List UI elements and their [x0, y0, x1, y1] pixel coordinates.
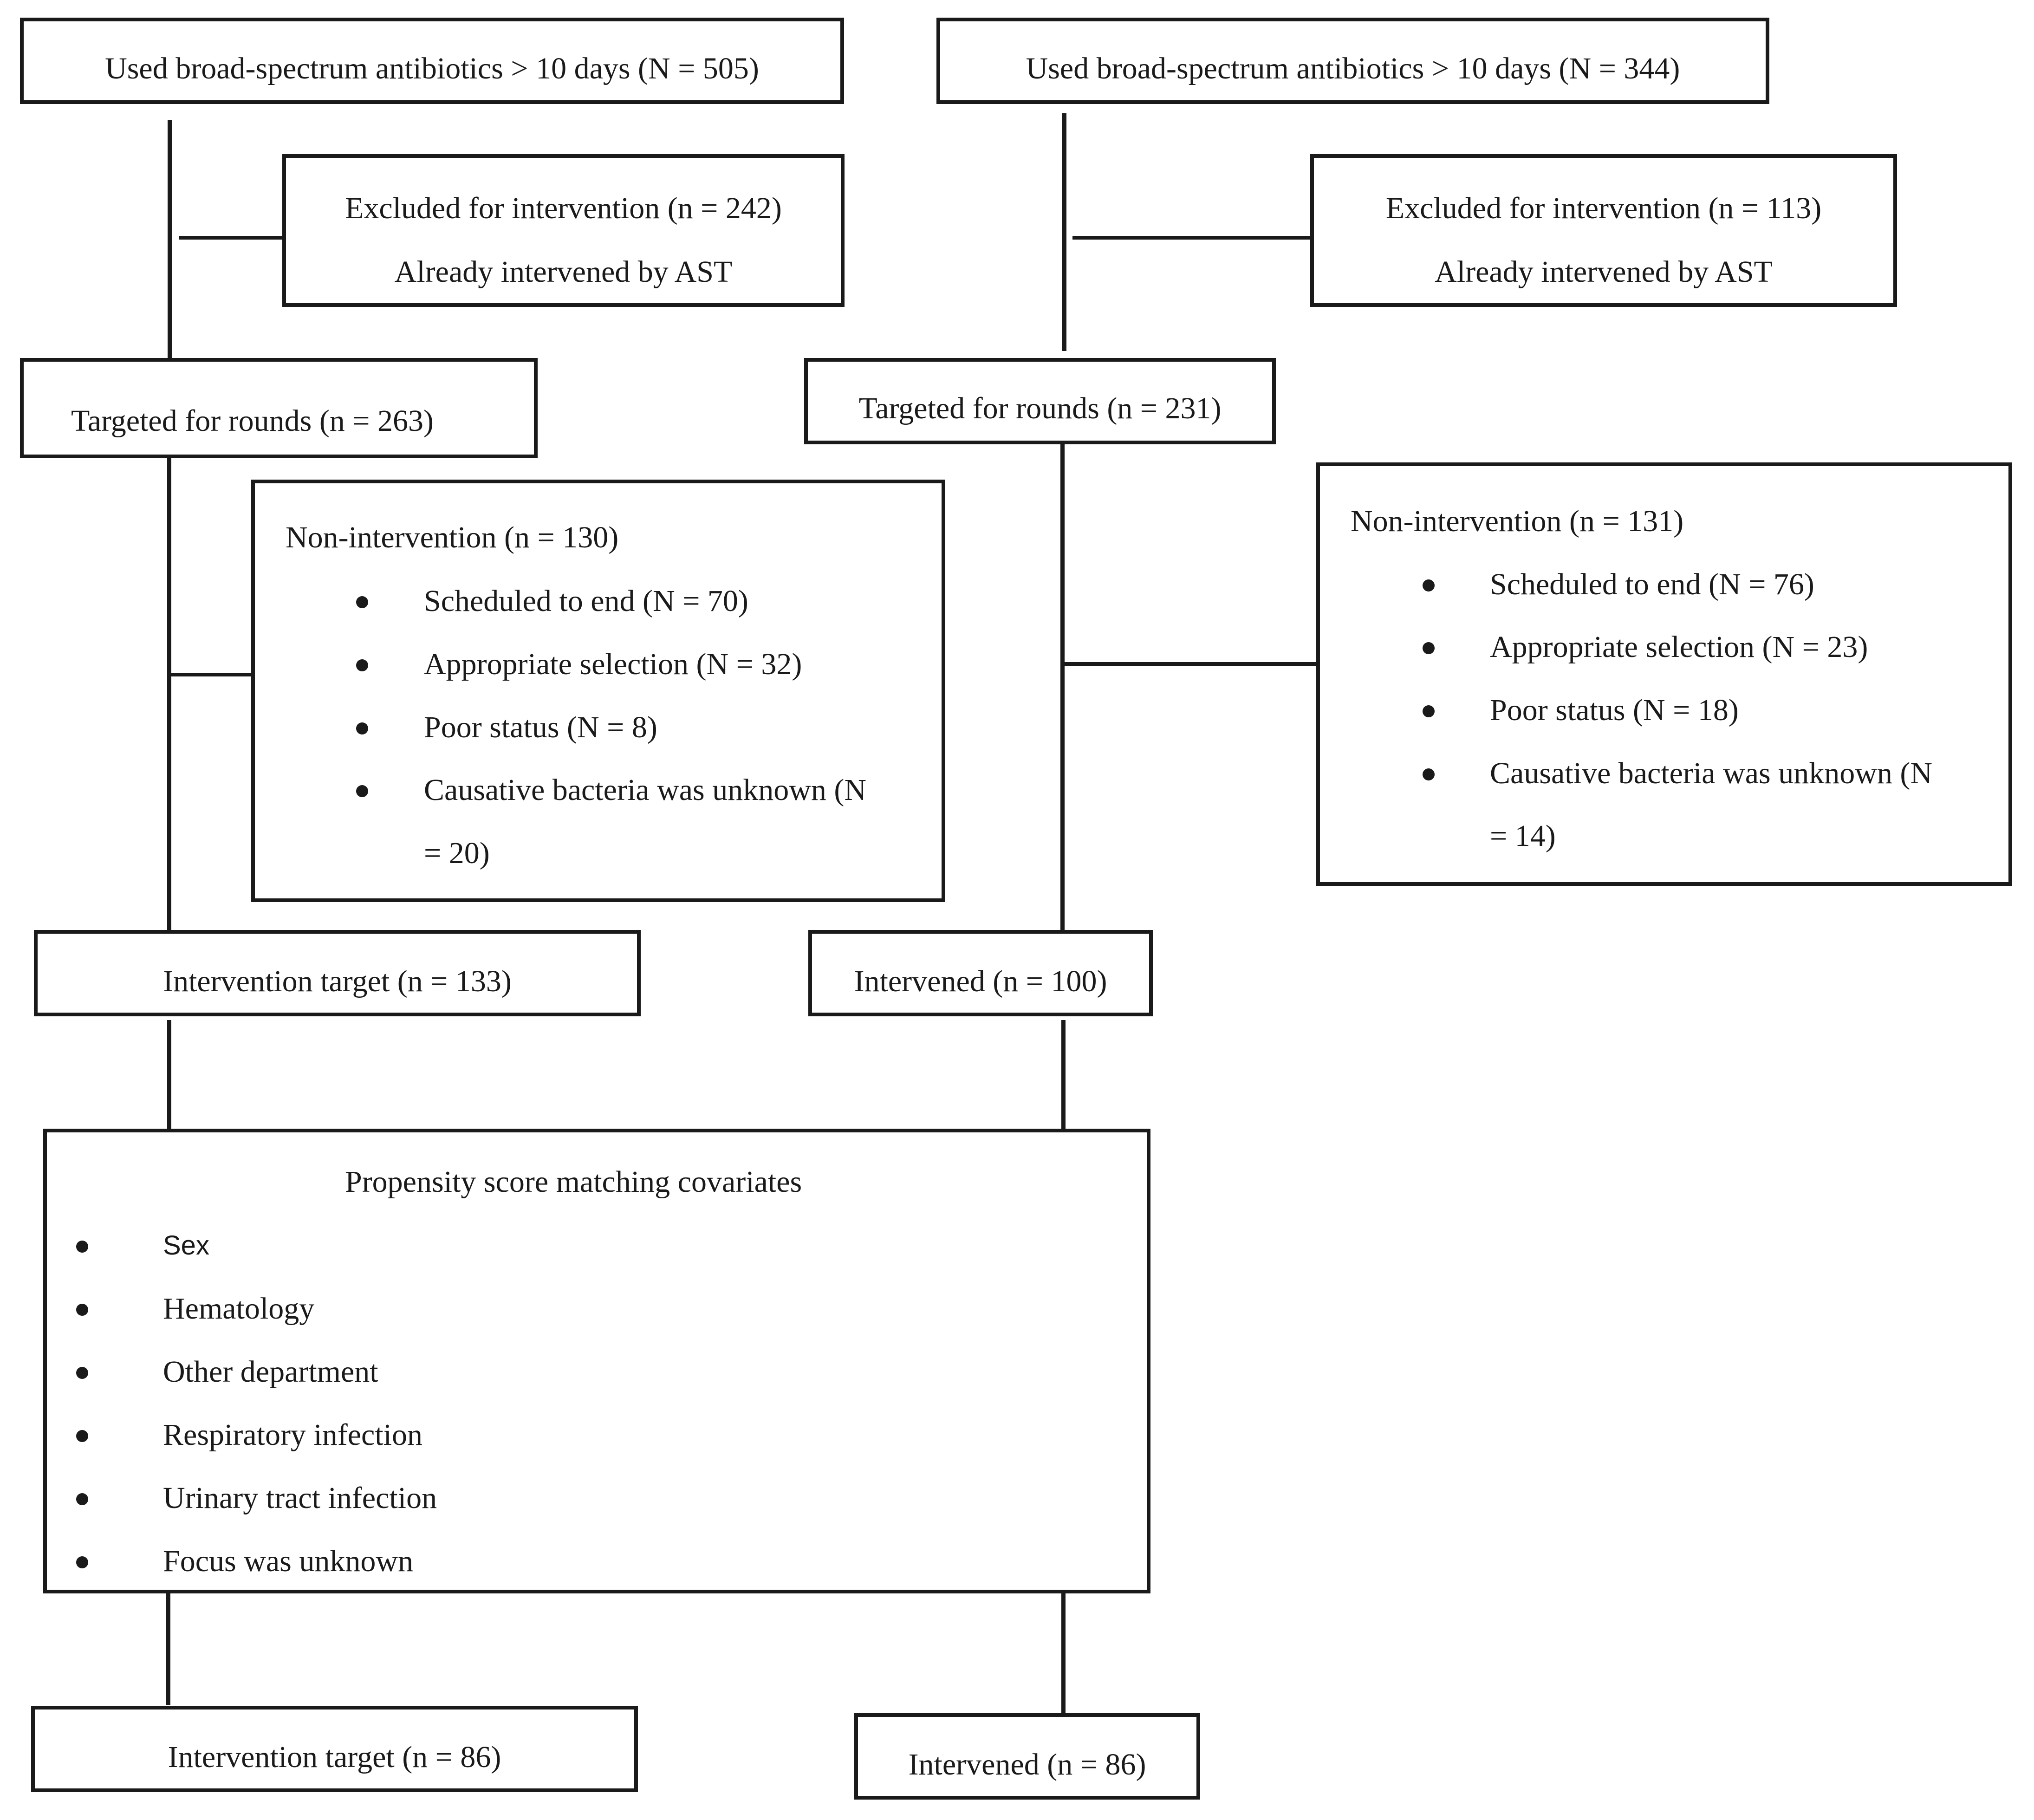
bullet-icon: [76, 1241, 88, 1253]
left-nonintervention-box: Non-intervention (n = 130) Scheduled to …: [251, 480, 945, 902]
bullet-icon: [1423, 579, 1435, 592]
left-nonintervention-title: Non-intervention (n = 130): [286, 520, 619, 554]
right-targeted-text: Targeted for rounds (n = 231): [858, 391, 1222, 425]
connector-right-3: [1061, 1020, 1066, 1132]
bullet-icon: [76, 1367, 88, 1379]
connector-right-2: [1060, 443, 1065, 932]
bullet-icon: [356, 785, 368, 797]
left-targeted-text: Targeted for rounds (n = 263): [71, 404, 434, 438]
left-targeted-box: Targeted for rounds (n = 263): [20, 358, 538, 458]
right-start-box: Used broad-spectrum antibiotics > 10 day…: [936, 18, 1769, 104]
connector-left-nonint: [169, 673, 252, 676]
right-targeted-box: Targeted for rounds (n = 231): [804, 358, 1276, 444]
connector-left-4: [166, 1592, 170, 1705]
connector-right-excluded: [1072, 236, 1316, 240]
bullet-icon: [356, 722, 368, 734]
right-intervention-text: Intervened (n = 100): [854, 964, 1107, 998]
connector-right-nonint: [1063, 662, 1321, 666]
matching-box: Propensity score matching covariates Sex…: [43, 1129, 1150, 1593]
bullet-icon: [356, 659, 368, 671]
left-start-box: Used broad-spectrum antibiotics > 10 day…: [20, 18, 844, 104]
left-excluded-title: Excluded for intervention (n = 242): [345, 191, 782, 225]
left-final-text: Intervention target (n = 86): [168, 1740, 501, 1774]
connector-left-3: [167, 1020, 171, 1132]
right-nonintervention-title: Non-intervention (n = 131): [1351, 504, 1684, 538]
connector-left-excluded: [179, 236, 283, 240]
right-intervention-box: Intervened (n = 100): [808, 930, 1153, 1016]
left-excluded-box: Excluded for intervention (n = 242) Alre…: [282, 154, 845, 307]
left-intervention-text: Intervention target (n = 133): [163, 964, 512, 998]
right-final-text: Intervened (n = 86): [908, 1748, 1146, 1781]
bullet-icon: [1423, 642, 1435, 654]
left-start-text: Used broad-spectrum antibiotics > 10 day…: [105, 52, 759, 85]
right-excluded-reason: Already intervened by AST: [1435, 255, 1773, 289]
connector-left-1: [168, 120, 172, 358]
right-excluded-title: Excluded for intervention (n = 113): [1385, 191, 1822, 225]
left-intervention-box: Intervention target (n = 133): [34, 930, 641, 1016]
left-final-box: Intervention target (n = 86): [31, 1706, 638, 1792]
bullet-icon: [76, 1430, 88, 1442]
bullet-icon: [1423, 768, 1435, 780]
connector-right-1: [1062, 113, 1066, 351]
left-excluded-reason: Already intervened by AST: [394, 255, 733, 289]
connector-right-4: [1061, 1588, 1066, 1713]
bullet-icon: [76, 1556, 88, 1568]
bullet-icon: [356, 596, 368, 608]
matching-title: Propensity score matching covariates: [345, 1165, 802, 1199]
bullet-icon: [1423, 705, 1435, 717]
right-start-text: Used broad-spectrum antibiotics > 10 day…: [1026, 52, 1680, 85]
bullet-icon: [76, 1493, 88, 1505]
right-nonintervention-box: Non-intervention (n = 131) Scheduled to …: [1316, 462, 2012, 886]
connector-left-2: [167, 457, 171, 932]
right-nonint-item-4-cont: = 14): [1490, 819, 1556, 853]
right-final-box: Intervened (n = 86): [854, 1713, 1200, 1800]
right-excluded-box: Excluded for intervention (n = 113) Alre…: [1310, 154, 1897, 307]
left-nonint-item-4-cont: = 20): [424, 836, 490, 870]
bullet-icon: [76, 1304, 88, 1316]
